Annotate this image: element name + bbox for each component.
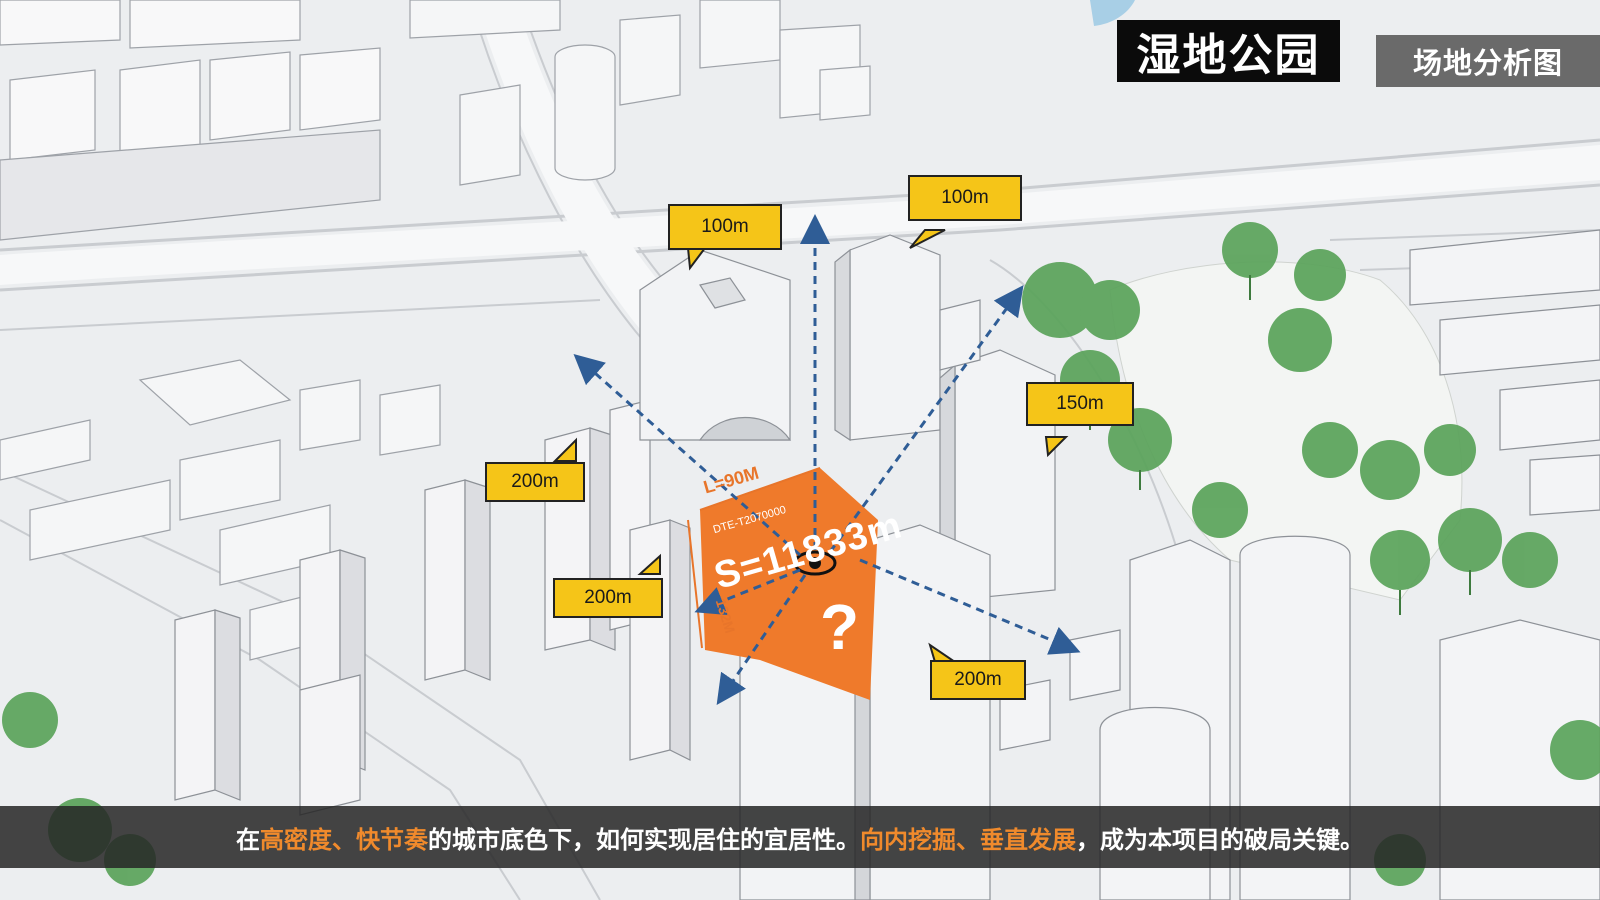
residential-blocks-top-left [0,0,381,241]
callout-200m-right: 200m [930,660,1026,700]
caption-text: 在高密度、快节奏的城市底色下，如何实现居住的宜居性。向内挖掘、垂直发展，成为本项… [236,820,1364,855]
caption-part: 的城市底色下，如何实现居住的宜居性。 [428,825,860,854]
site-dimension-line-top [699,467,821,511]
water-area [1090,0,1135,26]
site-dimension-line-side [687,519,703,649]
buildings-left-low [0,359,441,661]
caption-part: ，成为本项目的破局关键。 [1076,825,1364,854]
callout-tails [552,229,1069,663]
wetland-park-title: 湿地公园 [1117,20,1340,82]
towers-left [174,399,691,816]
buildings-top-middle [409,0,871,186]
callout-200m-lower-left: 200m [553,578,663,618]
question-mark: ? [820,591,860,663]
callout-200m-upper-left: 200m [485,462,585,502]
viewpoint-eye-icon [793,550,837,576]
caption-part: 在 [236,825,260,854]
site-parcel [700,468,878,700]
callout-150m: 150m [1026,382,1134,426]
caption-highlight: 高密度、快节奏 [260,825,428,854]
site-analysis-title: 场地分析图 [1376,35,1600,87]
caption-bar: 在高密度、快节奏的城市底色下，如何实现居住的宜居性。向内挖掘、垂直发展，成为本项… [0,806,1600,868]
view-arrows [573,214,1081,705]
caption-highlight: 向内挖掘、垂直发展 [860,825,1076,854]
callout-100m-left: 100m [668,204,782,250]
callout-100m-right: 100m [908,175,1022,221]
